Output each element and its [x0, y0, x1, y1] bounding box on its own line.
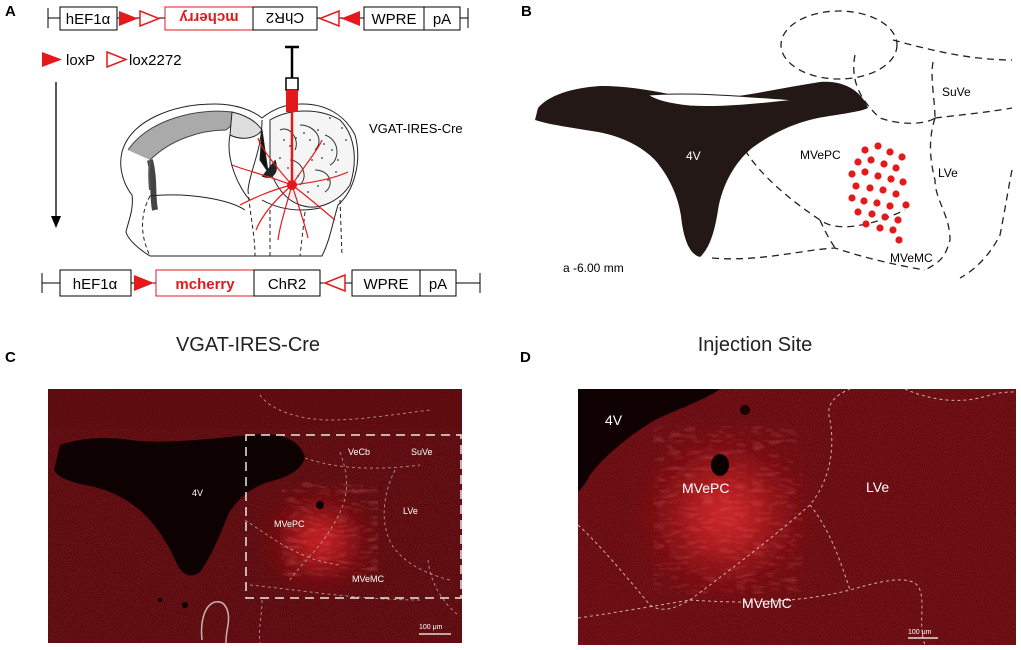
lox-legend: loxP lox2272 — [42, 50, 182, 69]
wpre-label-top: WPRE — [372, 11, 417, 28]
cell-dot — [880, 160, 888, 168]
c-lve-label: LVe — [403, 506, 418, 516]
cell-dot — [881, 213, 889, 221]
c-mvemc-label: MVeMC — [352, 574, 385, 584]
micrograph-c — [48, 389, 462, 643]
ventricle-roof — [646, 93, 796, 108]
loxp-triangle — [119, 11, 138, 26]
c-suve-label: SuVe — [411, 447, 433, 457]
fourth-ventricle-dark — [54, 434, 305, 576]
zoom-box — [245, 434, 462, 599]
projection-lines — [231, 137, 349, 241]
atlas-mvepc-label: MVePC — [800, 148, 841, 162]
chr2-inverted-label: ChR2 — [266, 9, 304, 26]
cell-dot — [887, 175, 895, 183]
atlas-lve-label: LVe — [938, 166, 958, 180]
panel-letter-a: A — [5, 3, 16, 20]
cell-dot — [895, 236, 903, 244]
recombination-arrow — [51, 82, 61, 228]
fourth-ventricle-atlas — [535, 81, 868, 257]
cell-dot — [868, 210, 876, 218]
hef1a-box-top — [59, 6, 118, 31]
cell-dot — [876, 224, 884, 232]
lox2272-legend-label: lox2272 — [129, 52, 182, 69]
cell-dot — [848, 170, 856, 178]
micrograph-d — [578, 389, 1016, 645]
cell-dot — [874, 172, 882, 180]
c-vecb-label: VeCb — [348, 447, 370, 457]
cell-dot — [848, 194, 856, 202]
d-mvepc-label: MVePC — [682, 480, 729, 496]
lox2272-triangle — [322, 273, 346, 293]
mcherry-inverted-label: mcherry — [179, 9, 239, 26]
cell-dot — [861, 146, 869, 154]
loxp-triangle — [341, 11, 360, 26]
cell-dot — [867, 156, 875, 164]
pa-label-bottom: pA — [429, 276, 447, 293]
cell-dot — [892, 190, 900, 198]
cell-dot — [873, 199, 881, 207]
cell-dot — [894, 216, 902, 224]
panel-letter-d: D — [520, 349, 531, 366]
cell-dot — [898, 153, 906, 161]
panel-c-heading: VGAT-IRES-Cre — [176, 334, 320, 356]
cell-dot — [889, 226, 897, 234]
cell-dot — [886, 202, 894, 210]
cell-dot — [879, 186, 887, 194]
d-4v-label: 4V — [605, 412, 623, 428]
cell-dot — [854, 158, 862, 166]
cell-dot — [866, 184, 874, 192]
construct-bottom: hEF1α mcherry ChR2 WPRE pA — [41, 269, 481, 297]
atlas-boundaries — [711, 10, 1013, 279]
d-mvemc-label: MVeMC — [742, 595, 792, 611]
panel-letter-b: B — [521, 3, 532, 20]
cell-dot — [899, 178, 907, 186]
c-4v-label: 4V — [192, 488, 203, 498]
atlas-coordinate-label: a -6.00 mm — [563, 261, 624, 275]
cell-dot — [852, 182, 860, 190]
cell-dot — [854, 208, 862, 216]
hef1a-label-top: hEF1α — [66, 11, 111, 28]
loxp-legend-label: loxP — [66, 52, 95, 69]
cell-dot — [862, 220, 870, 228]
wpre-label-bottom: WPRE — [364, 276, 409, 293]
cell-dot — [892, 164, 900, 172]
wpre-box-bottom — [351, 269, 421, 297]
construct-top: hEF1α mcherry ChR2 WPRE pA — [47, 6, 469, 31]
cell-dot — [861, 168, 869, 176]
loxp-triangle — [134, 275, 154, 291]
hef1a-label-bottom: hEF1α — [73, 276, 118, 293]
cell-dot — [886, 148, 894, 156]
pa-label-top: pA — [433, 11, 451, 28]
atlas-mvemc-label: MVeMC — [890, 251, 933, 265]
d-scale-label: 100 μm — [908, 629, 932, 636]
lox2272-triangle — [317, 9, 340, 28]
lox2272-triangle — [139, 9, 162, 28]
chr2-box-top — [252, 6, 318, 31]
mouse-brain-sketch — [120, 103, 359, 257]
loxp-legend-triangle — [42, 52, 62, 67]
panel-d-heading: Injection Site — [698, 334, 813, 356]
cell-dot — [902, 201, 910, 209]
lox2272-legend-triangle — [106, 50, 129, 69]
c-mvepc-label: MVePC — [274, 519, 305, 529]
atlas-suve-label: SuVe — [942, 85, 971, 99]
chr2-label-bottom: ChR2 — [268, 276, 306, 293]
labeled-cell-dots — [848, 142, 910, 244]
panel-letter-c: C — [5, 349, 16, 366]
pa-box-bottom — [419, 269, 457, 297]
mcherry-label-bottom: mcherry — [175, 276, 235, 293]
fourth-ventricle-dark-d — [578, 389, 720, 492]
mouse-line-label: VGAT-IRES-Cre — [369, 121, 463, 136]
cell-dot — [860, 197, 868, 205]
pa-box-top — [423, 6, 461, 31]
chr2-box-bottom — [253, 269, 321, 297]
d-lve-label: LVe — [866, 479, 889, 495]
atlas-4v-label: 4V — [686, 149, 701, 163]
cell-dot — [874, 142, 882, 150]
hef1a-box-bottom — [59, 269, 132, 297]
c-scale-label: 100 μm — [419, 624, 443, 631]
